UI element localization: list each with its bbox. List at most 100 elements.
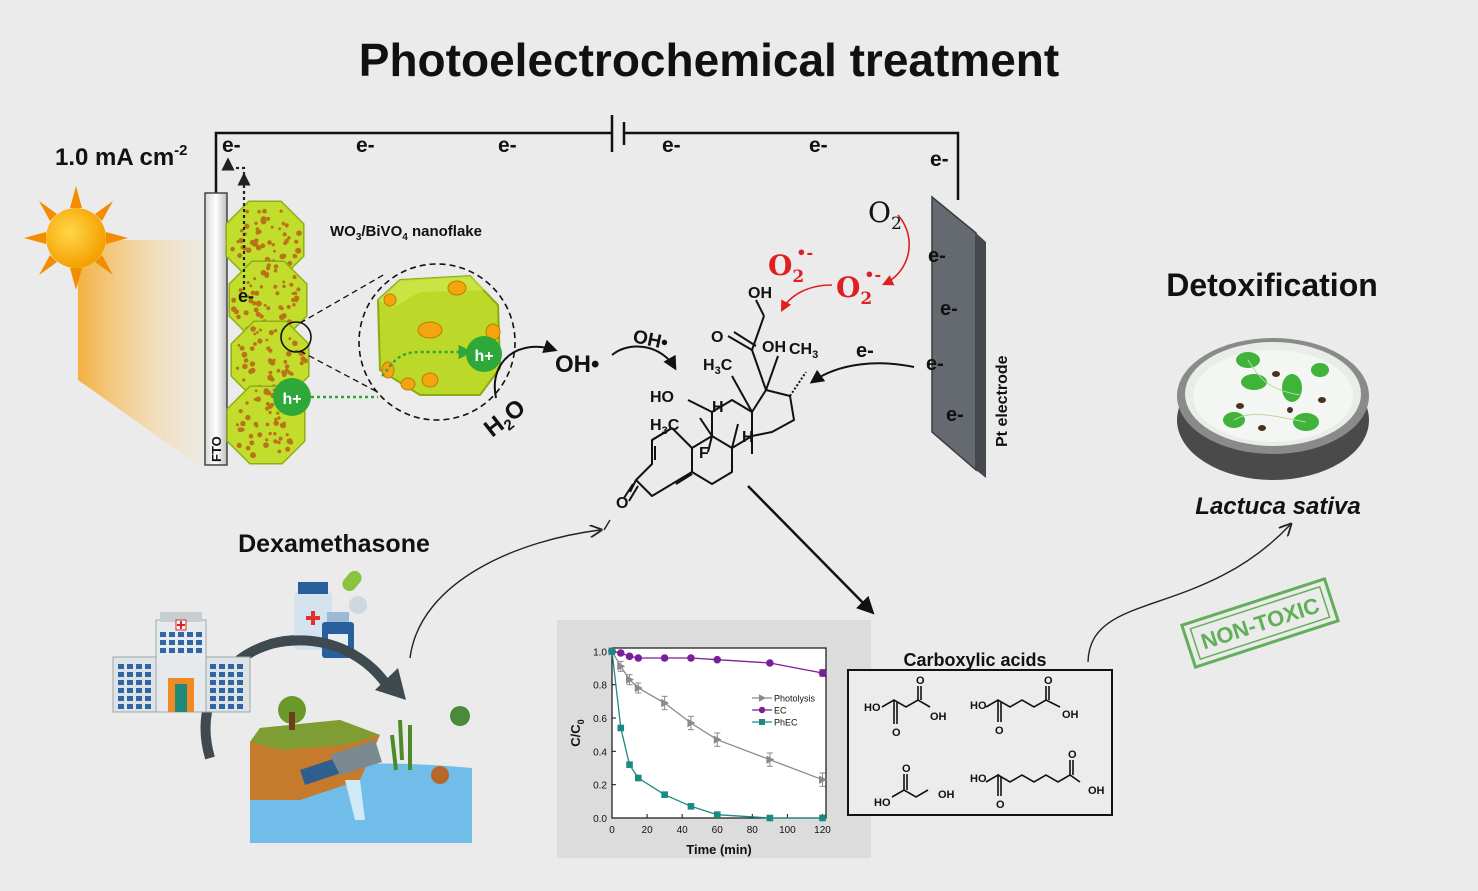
data-point-photolysis xyxy=(661,698,670,708)
nanoparticle-dot xyxy=(286,304,291,310)
nanoparticle-dot xyxy=(266,390,272,396)
window xyxy=(118,664,124,669)
window xyxy=(145,704,151,709)
window xyxy=(237,696,243,701)
svg-text:F: F xyxy=(699,445,709,462)
nanoparticle-dot xyxy=(285,446,291,452)
nanoparticle-dot xyxy=(257,210,261,214)
fto-electrode xyxy=(204,192,228,466)
window xyxy=(219,664,225,669)
nanoparticle-dot xyxy=(255,424,259,428)
window xyxy=(145,664,151,669)
window xyxy=(237,688,243,693)
window xyxy=(196,640,202,645)
nanoparticle-dot xyxy=(276,411,280,415)
pt-to-molecule-electron: e- xyxy=(856,340,874,362)
legend-marker xyxy=(759,694,766,702)
window xyxy=(196,648,202,653)
window xyxy=(145,696,151,701)
svg-text:e-: e- xyxy=(926,353,944,375)
pt-electrode xyxy=(931,195,977,472)
nanoparticle-dot xyxy=(235,423,239,427)
legend-label: Photolysis xyxy=(774,694,816,704)
nanoparticle-dot xyxy=(273,284,278,289)
nanoparticle-dot xyxy=(277,449,282,454)
superoxide-label: O2•- xyxy=(836,265,881,309)
nanoflake-label: WO3/BiVO4 nanoflake xyxy=(330,223,482,243)
nanoparticle-dot xyxy=(294,299,298,303)
nanoparticle-dot xyxy=(268,431,272,436)
data-point-ec xyxy=(660,654,669,662)
x-tick-label: 0 xyxy=(609,825,615,836)
data-point-phec xyxy=(661,791,668,798)
superoxide-label-2: O2•- xyxy=(768,243,813,287)
window xyxy=(219,680,225,685)
nanoparticle-dot xyxy=(253,307,259,313)
window xyxy=(228,680,234,685)
nanoparticle-dot xyxy=(237,427,243,433)
photoanode-electron: e- xyxy=(238,286,254,306)
data-point-ec xyxy=(625,652,634,661)
data-point-phec xyxy=(713,811,721,818)
window xyxy=(237,672,243,677)
nanoparticle-dot xyxy=(295,247,302,254)
circuit-electrons: e- e- e- e- e- e- xyxy=(222,134,949,171)
pt-electrons: e- e- e- e- xyxy=(926,245,964,426)
nanoparticle-dot xyxy=(277,416,281,420)
svg-text:e-: e- xyxy=(928,245,946,267)
nanoparticle-dot xyxy=(265,422,270,427)
nanoparticle-dot xyxy=(230,246,235,252)
window xyxy=(118,672,124,677)
y-axis-label: C/C0 xyxy=(568,719,586,746)
nanoparticle-dot xyxy=(282,280,286,284)
window xyxy=(136,704,142,709)
nanoparticle-dot xyxy=(268,410,272,415)
nanoparticle-dot xyxy=(245,414,251,421)
nanoparticle-dot xyxy=(292,275,297,280)
nanoparticle-dot xyxy=(285,433,289,437)
nanoparticle-dot xyxy=(296,230,302,236)
data-point-ec xyxy=(766,659,774,667)
window xyxy=(145,680,151,685)
nanoparticle-dot xyxy=(236,314,241,320)
nanoparticle-dot xyxy=(255,230,260,235)
nanoparticle-dot xyxy=(266,306,271,311)
svg-text:O: O xyxy=(892,727,901,739)
window xyxy=(228,696,234,701)
window xyxy=(178,648,184,653)
window xyxy=(178,640,184,645)
window xyxy=(169,640,175,645)
data-point-photolysis xyxy=(617,662,626,671)
y-tick-label: 1.0 xyxy=(593,647,607,658)
nanoparticle-dot xyxy=(270,360,276,366)
nanoparticle-dot xyxy=(238,409,243,414)
svg-text:O: O xyxy=(711,329,723,346)
nanoparticle-dot xyxy=(253,332,257,336)
window xyxy=(136,664,142,669)
wo3-bivo4-nanoflakes xyxy=(225,200,310,465)
nanoparticle-dot xyxy=(233,309,239,315)
nanoparticle-dot xyxy=(267,374,274,381)
data-point-phec xyxy=(617,724,625,732)
nanoparticle-dot xyxy=(282,284,286,289)
svg-text:H3C: H3C xyxy=(703,357,733,377)
nanoparticle-dot xyxy=(243,358,249,363)
window xyxy=(219,688,225,693)
polluted-water-scene xyxy=(250,696,472,843)
nanoparticle-dot xyxy=(273,264,279,269)
nanoparticle-dot xyxy=(256,331,259,334)
svg-text:e-: e- xyxy=(222,134,241,157)
nanoparticle-dot xyxy=(266,263,271,268)
nanoparticle-dot xyxy=(275,291,280,296)
nanoparticle-dot xyxy=(231,297,237,303)
nanoparticle-dot xyxy=(273,432,277,436)
nanoparticle-dot xyxy=(277,440,281,445)
nanoparticle-dot xyxy=(271,243,275,247)
window xyxy=(210,696,216,701)
x-tick-label: 60 xyxy=(712,825,724,836)
x-tick-label: 20 xyxy=(642,825,654,836)
window xyxy=(118,680,124,685)
hole-label-zoom: h+ xyxy=(474,348,493,365)
flow-arrow xyxy=(268,635,395,693)
